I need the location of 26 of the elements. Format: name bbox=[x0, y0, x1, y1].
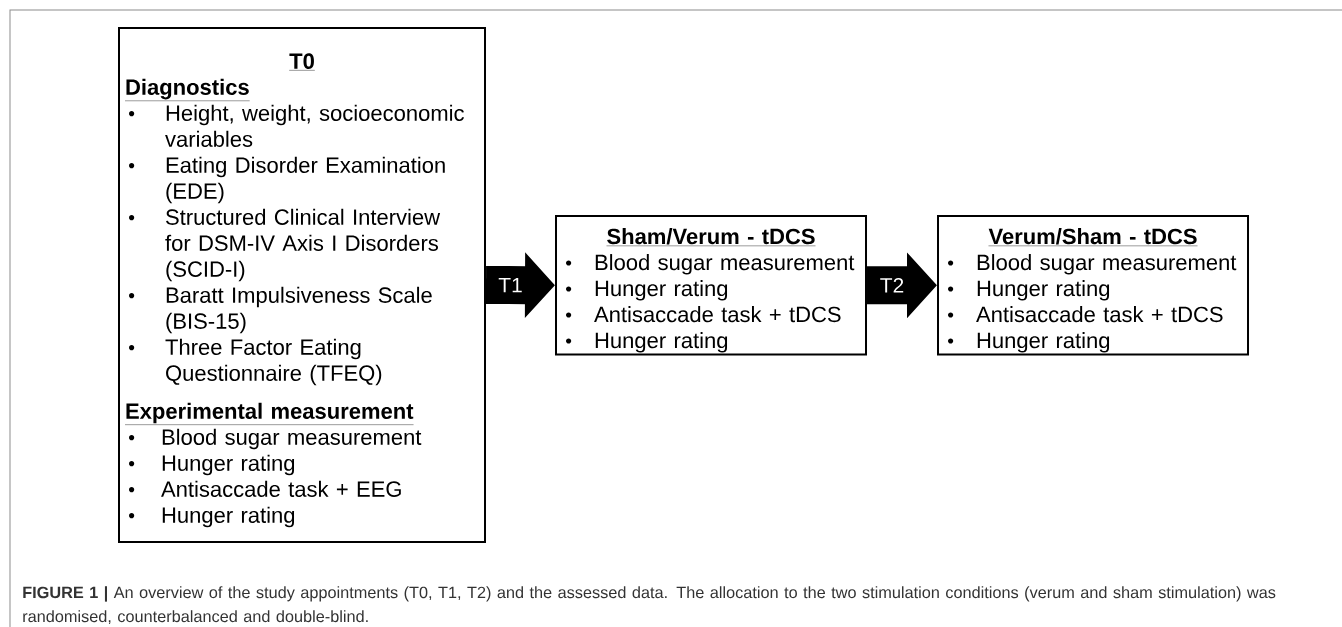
section-heading: Experimental measurement bbox=[124, 402, 414, 425]
bullet-item: Hunger rating bbox=[129, 454, 295, 476]
box-heading: Sham/Verum - tDCS bbox=[606, 228, 816, 247]
bullet-item: Three Factor Eating Questionnaire (TFEQ) bbox=[129, 338, 382, 386]
bullet-item: Baratt Impulsiveness Scale (BIS-15) bbox=[129, 286, 432, 334]
box-heading: T0 bbox=[288, 53, 316, 71]
bullet-item: Antisaccade task + EEG bbox=[129, 480, 401, 497]
bullet-item: Hunger rating bbox=[948, 280, 1110, 301]
bullet-item: Hunger rating bbox=[948, 332, 1110, 353]
bullet-item: Hunger rating bbox=[566, 280, 728, 301]
caption: FIGURE 1 | An overview of the study appointments (T0, T1, T2) and the assessed data. The allocation to the two stimulation conditions (verum and sham stimulation) was randomised, counterbalanced and double-blind. bbox=[23, 586, 1276, 625]
bullet-item: Height, weight, socioeconomic variables bbox=[129, 104, 464, 147]
text-box bbox=[937, 215, 1249, 356]
bullet-item: Hunger rating bbox=[566, 332, 728, 353]
bullet-item: Antisaccade task + tDCS bbox=[566, 306, 841, 323]
text-box bbox=[118, 27, 486, 543]
bullet-item: Blood sugar measurement bbox=[948, 254, 1237, 275]
bullet-item: Blood sugar measurement bbox=[566, 254, 855, 275]
text-box bbox=[555, 215, 867, 356]
bullet-item: Antisaccade task + tDCS bbox=[948, 306, 1223, 323]
box-heading: Verum/Sham - tDCS bbox=[988, 228, 1198, 247]
bullet-item: Eating Disorder Examination (EDE) bbox=[129, 156, 445, 204]
bullet-item: Structured Clinical Interview for DSM-IV Axis I Disorders (SCID-I) bbox=[129, 208, 441, 282]
bullet-item: Blood sugar measurement bbox=[129, 428, 422, 450]
bullet-item: Hunger rating bbox=[129, 506, 295, 528]
section-heading: Diagnostics bbox=[124, 78, 250, 101]
